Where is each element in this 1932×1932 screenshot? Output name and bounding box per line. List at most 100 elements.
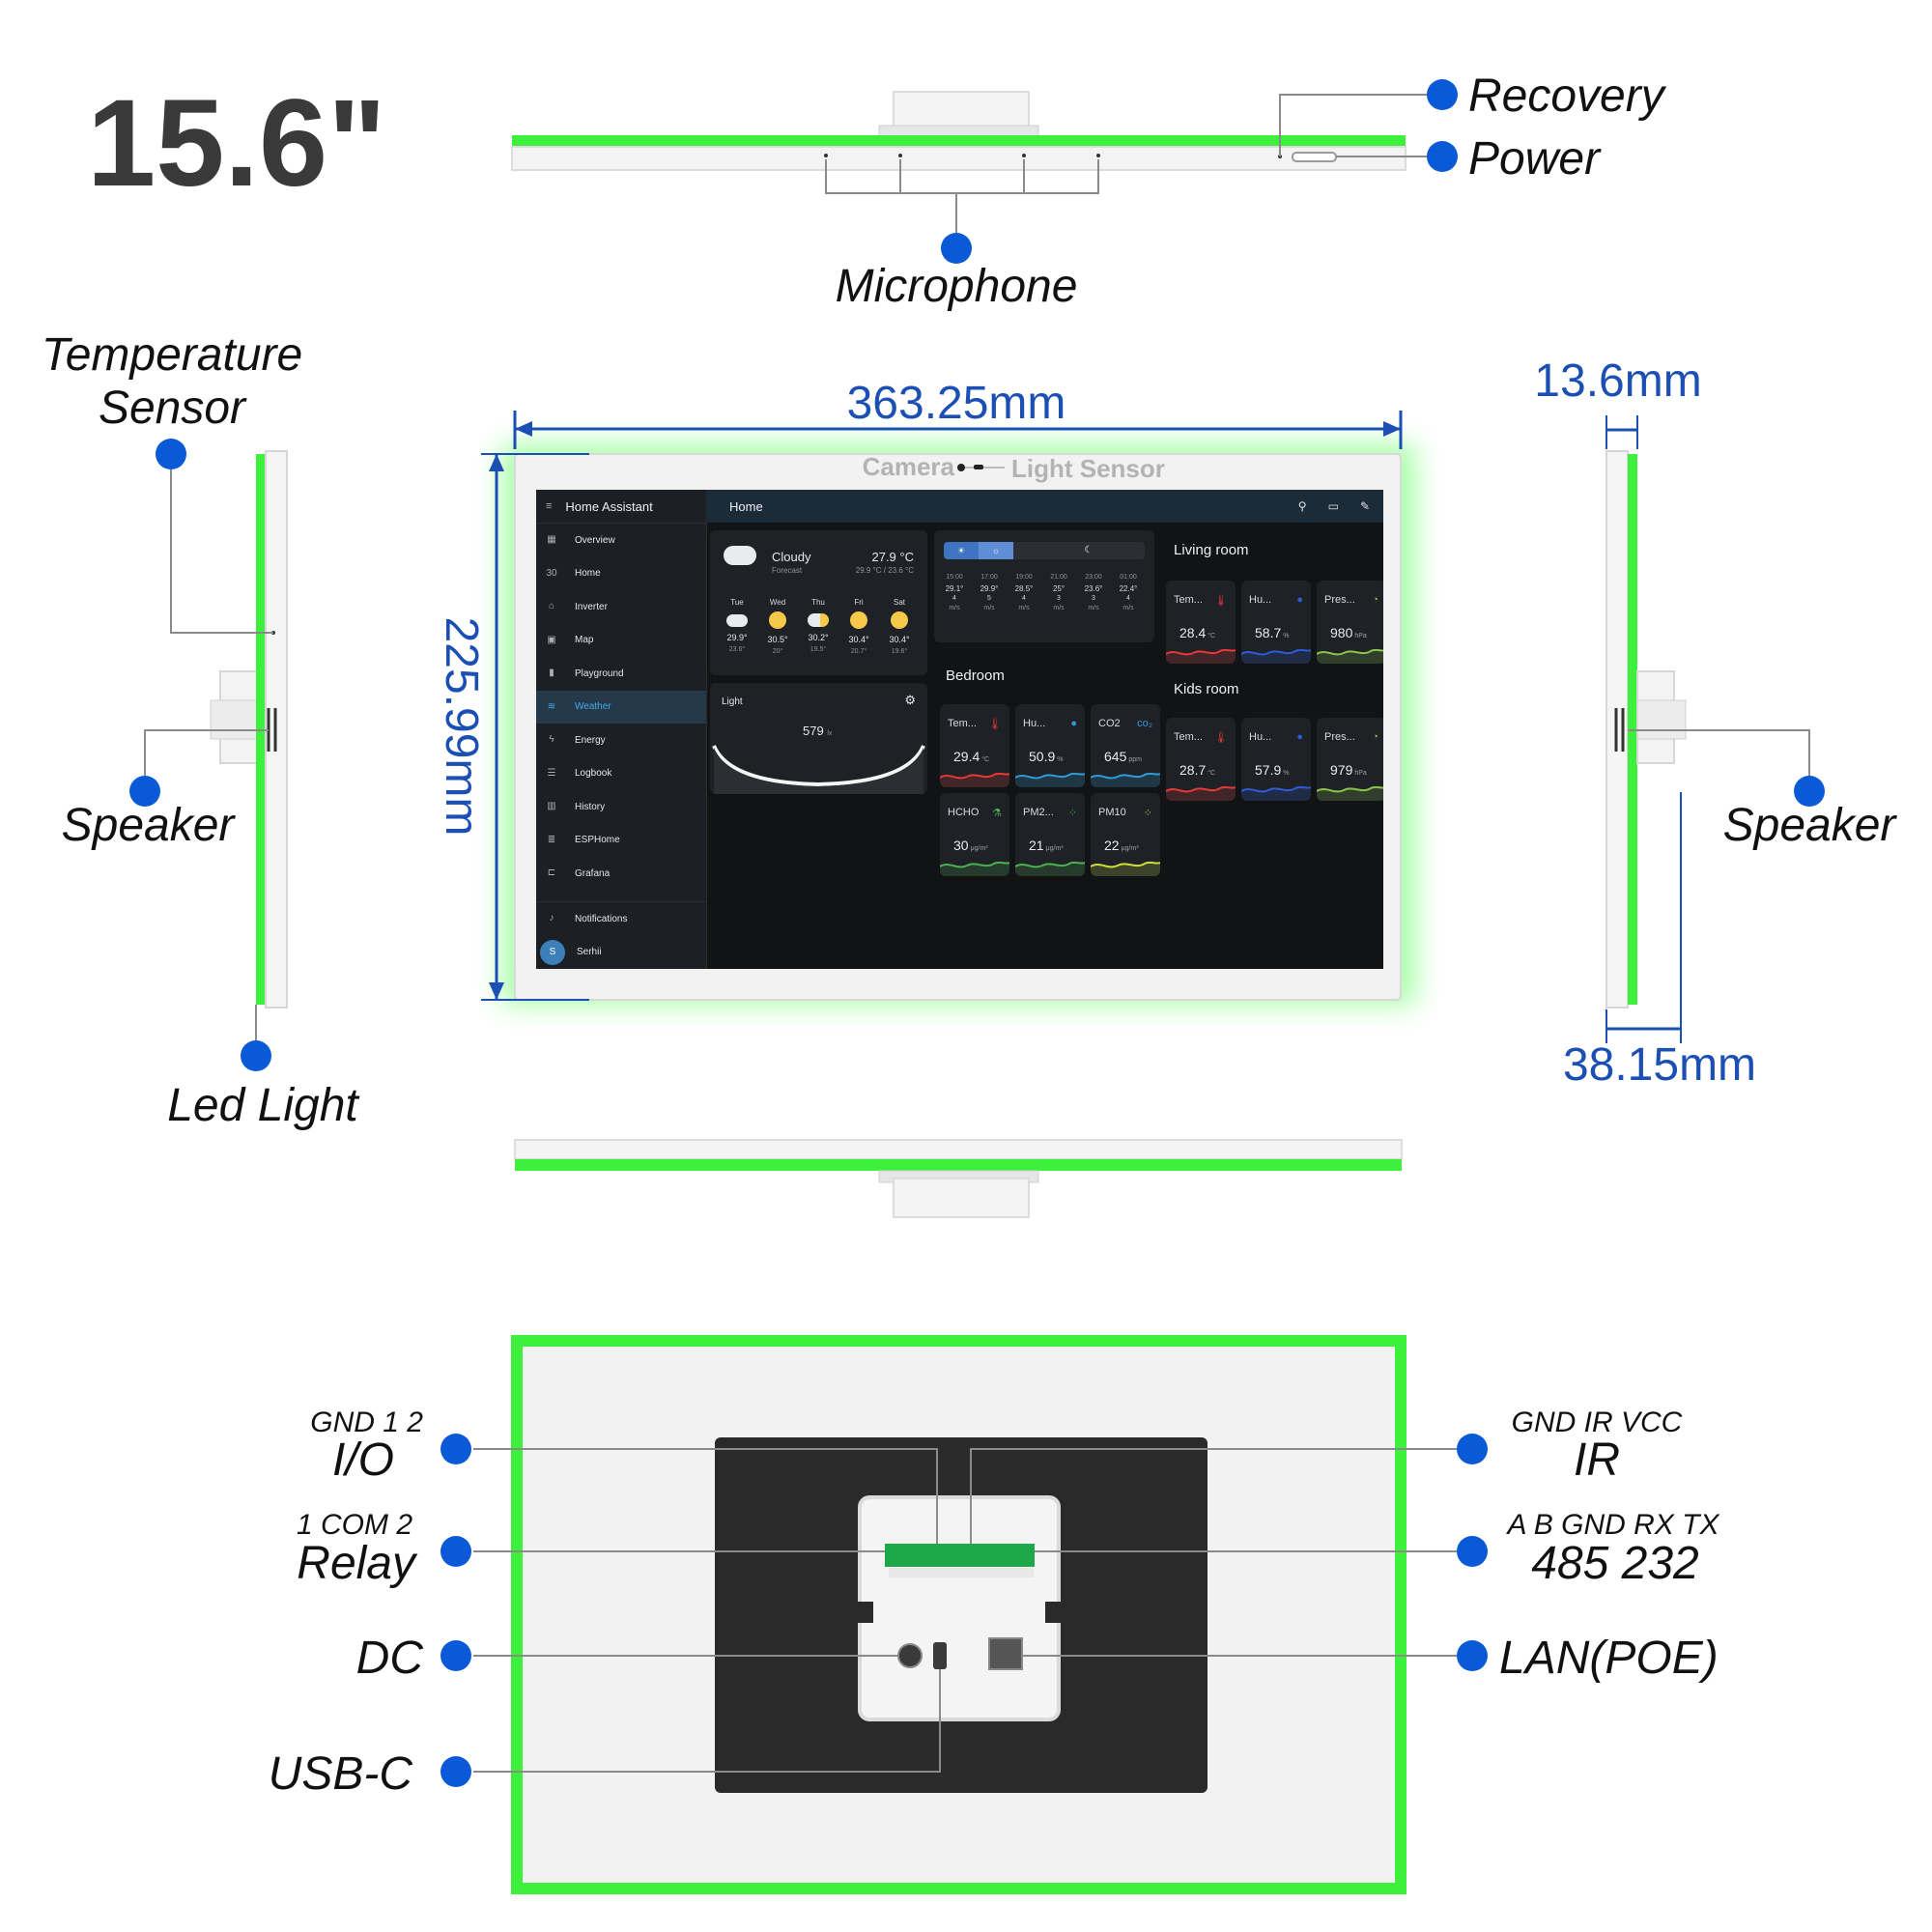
forecast-high: 30.4° bbox=[848, 635, 869, 644]
power-button bbox=[1292, 152, 1337, 162]
sensor-tile[interactable]: Tem...🌡29.4°C bbox=[940, 704, 1009, 787]
sidebar-item-map[interactable]: ▣Map bbox=[536, 624, 706, 658]
right-speaker-label: Speaker bbox=[1723, 800, 1898, 851]
hourly-wind-unit: m/s bbox=[949, 605, 960, 611]
bottom-edge bbox=[514, 1139, 1403, 1160]
cloud-icon bbox=[726, 614, 748, 627]
forecast-mode-toggle[interactable]: ☀ ☼ ☾ bbox=[944, 542, 1145, 559]
relay-pins-label: 1 COM 2 bbox=[297, 1509, 412, 1541]
daily-tab[interactable]: ☀ bbox=[944, 542, 979, 559]
terminal-block bbox=[885, 1544, 1035, 1567]
weather-card[interactable]: Cloudy Forecast 27.9 °C 29.9 °C / 23.6 °… bbox=[710, 530, 927, 675]
sensor-tile[interactable]: Tem...🌡28.7°C bbox=[1166, 718, 1236, 801]
light-card[interactable]: Light ⚙ 579 lx bbox=[710, 683, 927, 794]
sensor-value-number: 979 bbox=[1330, 762, 1353, 778]
sidebar-item-label: Map bbox=[575, 635, 594, 646]
sensor-value: 28.4°C bbox=[1179, 625, 1215, 640]
flask-icon: ⚗ bbox=[992, 808, 1002, 819]
hourly-wind: 4 bbox=[952, 595, 956, 602]
night-icon[interactable]: ☾ bbox=[1084, 545, 1094, 555]
thermometer-icon: 🌡 bbox=[1214, 595, 1228, 607]
sensor-tile[interactable]: Hu...●58.7% bbox=[1241, 581, 1311, 664]
sensor-value-unit: μg/m³ bbox=[1121, 845, 1139, 852]
sidebar-item-grafana[interactable]: ⊏ Grafana bbox=[536, 857, 706, 891]
sensor-sparkline bbox=[1166, 648, 1236, 664]
droplet-icon: ● bbox=[1070, 718, 1077, 729]
sensor-value-unit: μg/m³ bbox=[970, 845, 988, 852]
camera-lens bbox=[957, 464, 965, 471]
sidebar-item-logbook[interactable]: ☰Logbook bbox=[536, 757, 706, 791]
co2-icon: co₂ bbox=[1137, 718, 1152, 729]
sensor-sparkline bbox=[940, 772, 1009, 787]
sidebar-item-energy[interactable]: ϟ Energy bbox=[536, 724, 706, 757]
sensor-value-unit: °C bbox=[1208, 770, 1216, 777]
rs485-label: 485 232 bbox=[1531, 1538, 1699, 1589]
right-side-view: 13.6mm 38.15mm Speaker bbox=[1534, 355, 1897, 1091]
ir-leader bbox=[970, 1448, 1457, 1544]
bolt-icon: ϟ bbox=[549, 734, 554, 746]
sidebar-item-weather[interactable]: ≋Weather bbox=[536, 690, 706, 724]
top-app-bar: Home ⚲ ▭ ✎ bbox=[706, 490, 1383, 523]
mount-clip-left bbox=[850, 1602, 873, 1623]
io-pins-label: GND 1 2 bbox=[310, 1406, 423, 1438]
sensor-tile[interactable]: Hu...●50.9% bbox=[1015, 704, 1085, 787]
weather-subtitle: Forecast bbox=[772, 566, 803, 575]
forecast-day-name: Sat bbox=[893, 598, 905, 607]
sensor-value-number: 29.4 bbox=[953, 749, 980, 764]
sidebar-item-inverter[interactable]: ⌂Inverter bbox=[536, 590, 706, 624]
grafana-icon: ⊏ bbox=[547, 867, 556, 879]
sidebar-item-overview[interactable]: ▦Overview bbox=[536, 524, 706, 557]
io-leader bbox=[473, 1448, 938, 1544]
assist-icon[interactable]: ▭ bbox=[1327, 499, 1339, 513]
sensor-sparkline bbox=[1317, 648, 1383, 664]
hourly-tab[interactable]: ☼ bbox=[979, 542, 1013, 559]
led-light-callout-dot bbox=[241, 1040, 271, 1071]
app-title: Home Assistant bbox=[565, 498, 653, 514]
sidebar-item-esphome[interactable]: ≣ESPHome bbox=[536, 824, 706, 858]
forecast-high: 29.9° bbox=[726, 633, 748, 642]
mic-hole-4 bbox=[1096, 154, 1100, 157]
gear-icon[interactable]: ⚙ bbox=[904, 693, 916, 707]
sensor-name: Pres... bbox=[1324, 731, 1355, 743]
terminal-labels-strip bbox=[889, 1568, 1034, 1577]
sensor-tile[interactable]: Tem...🌡28.4°C bbox=[1166, 581, 1236, 664]
top-edge bbox=[511, 146, 1406, 171]
edit-icon[interactable]: ✎ bbox=[1359, 499, 1370, 513]
temperature-sensor-leader bbox=[170, 469, 273, 634]
sidebar-item-notifications[interactable]: ♪ Notifications bbox=[536, 902, 706, 936]
sensor-tile[interactable]: Hu...●57.9% bbox=[1241, 718, 1311, 801]
sensor-name: PM2... bbox=[1023, 807, 1054, 818]
menu-icon[interactable]: ≡ bbox=[546, 500, 553, 512]
sidebar-item-history[interactable]: ▥History bbox=[536, 790, 706, 824]
sensor-name: HCHO bbox=[948, 807, 980, 818]
sidebar-item-label: Grafana bbox=[575, 867, 611, 879]
search-icon[interactable]: ⚲ bbox=[1297, 499, 1307, 513]
sensor-value-unit: °C bbox=[1208, 633, 1216, 639]
forecast-low: 20° bbox=[772, 648, 783, 655]
temperature-sensor-label-line1: Temperature bbox=[42, 329, 302, 381]
temperature-sensor-label-line2: Sensor bbox=[99, 383, 247, 434]
sidebar-item-profile[interactable]: S Serhii bbox=[536, 936, 706, 970]
light-sensor-window bbox=[974, 465, 983, 469]
sensor-value-number: 28.7 bbox=[1179, 762, 1207, 778]
sidebar-item-playground[interactable]: ▮Playground bbox=[536, 657, 706, 691]
hourly-time: 01:00 bbox=[1120, 574, 1137, 581]
hourly-wind: 3 bbox=[1092, 595, 1095, 602]
sidebar-item-label: Energy bbox=[575, 734, 606, 746]
led-strip-top bbox=[512, 135, 1406, 147]
led-light-label: Led Light bbox=[167, 1080, 359, 1131]
